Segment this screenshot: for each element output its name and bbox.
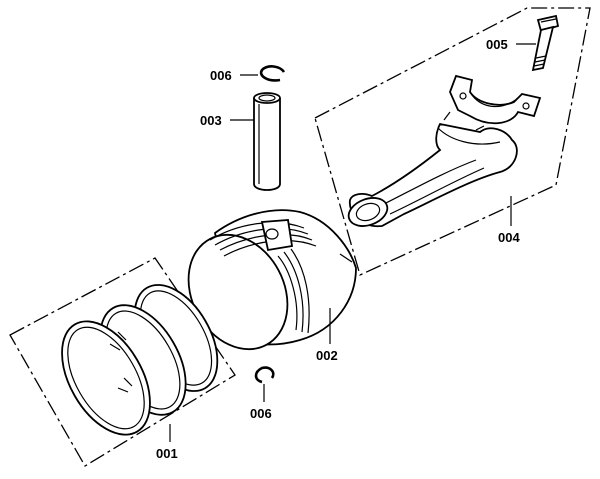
label-piston: 002 — [316, 348, 338, 363]
connecting-rod — [347, 111, 518, 227]
rings-group-outline — [9, 257, 236, 467]
label-pin: 003 — [200, 113, 222, 128]
piston-pin — [253, 92, 281, 191]
label-bolt: 005 — [486, 37, 508, 52]
rod-group-outline — [314, 7, 591, 276]
piston-pin-clip-top — [259, 65, 286, 82]
label-rings: 001 — [156, 446, 178, 461]
rod-bolt — [531, 14, 560, 72]
piston — [187, 209, 357, 351]
rod-cap — [449, 74, 542, 125]
piston-rings — [61, 284, 219, 436]
leader-lines — [169, 43, 536, 442]
label-rod: 004 — [498, 230, 520, 245]
piston-pin-clip-bottom — [254, 366, 275, 384]
label-clip-top: 006 — [210, 68, 232, 83]
label-clip-bottom: 006 — [250, 406, 272, 421]
